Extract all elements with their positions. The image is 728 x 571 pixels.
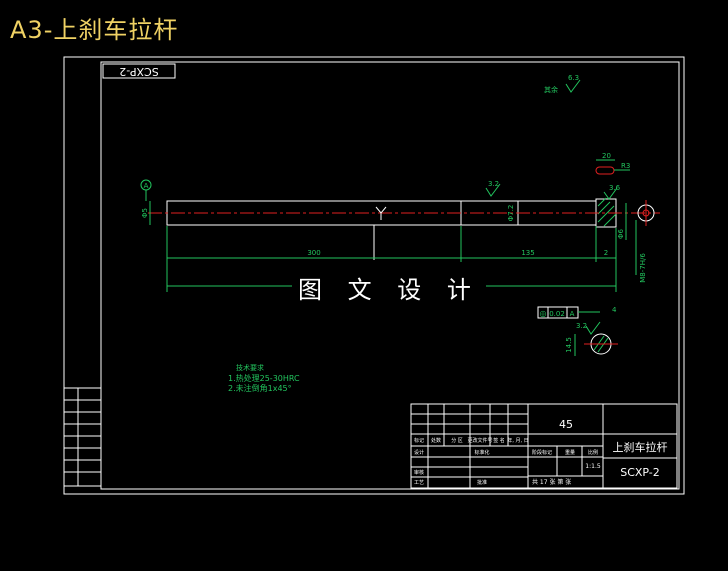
surface-note-value: 6.3 [568,74,579,82]
tb-header-2: 分 区 [451,437,463,444]
dim-300: 300 [307,249,320,257]
drawing-number-rotated: SCXP-2 [119,65,159,78]
tb-header-0: 标记 [414,437,424,444]
surface-note-label: 其余 [544,85,558,94]
title-block [410,403,678,489]
tb-scale: 1:1.5 [585,463,601,470]
outer-border [63,56,685,495]
dim-135: 135 [521,249,534,257]
dim-dia-left: Φ5 [141,208,149,218]
rough-36-end: 3.6 [609,184,621,192]
dim-top-20: 20 [602,152,611,160]
dim-dia-mid: Φ7.2 [507,205,515,222]
tech-line1: 1.热处理25-30HRC [228,373,300,383]
roughness-symbol-section [585,321,601,335]
tb-row-std: 标准化 [474,449,489,456]
tb-row-process: 工艺 [414,480,424,486]
tech-line2: 2.未注倒角1x45° [228,383,292,393]
tb-row-approve: 批准 [477,479,487,486]
rough-32-top: 3.2 [488,180,499,188]
tb-col-1: 重量 [565,449,575,456]
inner-border [100,61,680,490]
section-y-mark [375,206,387,220]
dim-2: 2 [604,249,608,257]
tb-row-design: 设计 [414,449,424,456]
rough-32-section: 3.2 [576,322,587,330]
tb-material: 45 [559,418,573,431]
tolerance-symbol: ◎ [540,309,547,318]
page-title: A3-上刹车拉杆 [10,16,179,44]
roughness-symbol-end [603,187,618,200]
dim-hole-dia: Φ6 [617,228,625,239]
dim-14-5: 14.5 [565,337,573,353]
left-strip-table [63,387,102,487]
tb-col-2: 比例 [588,449,598,456]
tb-header-1: 处数 [431,437,441,444]
tb-header-4: 签 名 [493,437,505,444]
dim-top-r3: R3 [621,162,630,170]
slot-detail [595,166,615,175]
watermark: 图 文 设 计 [292,270,486,305]
tb-sheet: 共 17 张 第 张 [532,478,571,486]
tb-header-5: 年, 月, 日 [507,437,528,444]
dim-4: 4 [612,306,617,314]
tb-part-name: 上刹车拉杆 [613,440,668,454]
drawing-number-box [102,63,176,79]
thread-note: M8-7H/6 [639,253,647,283]
tb-row-check: 审核 [414,469,424,476]
tb-drawing-no: SCXP-2 [620,466,660,479]
datum-a-label: A [144,182,149,190]
tolerance-datum: A [570,310,575,318]
section-view-hatch [593,335,609,353]
tb-header-3: 更改文件号 [467,437,492,444]
roughness-symbol-general [565,79,581,93]
tech-heading: 技术要求 [236,363,264,372]
clevis-hatch [597,197,617,227]
tolerance-value: 0.02 [549,310,565,318]
tb-col-0: 阶段标记 [532,449,552,456]
roughness-symbol-shaft [485,183,501,197]
